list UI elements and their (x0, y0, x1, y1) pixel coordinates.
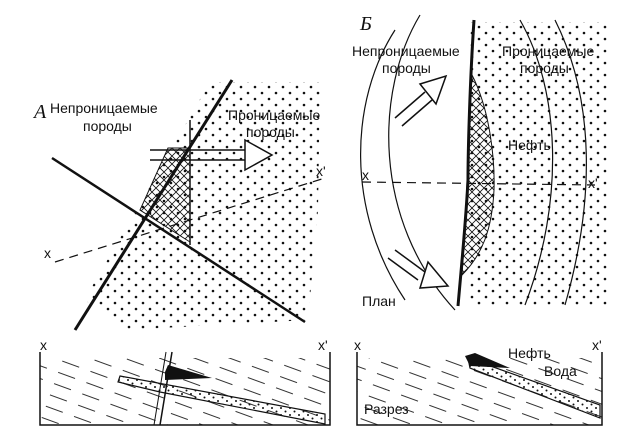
section-line-a (54, 177, 326, 263)
x-prime-label-a: x' (316, 163, 326, 179)
permeable-label-a-1: Проницаемые (228, 107, 320, 123)
x-label-section-b: x (354, 337, 361, 353)
x-label-b: x (362, 167, 369, 183)
plan-label: План (362, 293, 396, 309)
panel-a-letter: А (32, 101, 47, 123)
permeable-rock-area-a (85, 82, 320, 330)
x-label-a: x (44, 245, 51, 261)
migration-arrow-b-top (394, 74, 448, 127)
section-line-b (361, 181, 596, 186)
oil-label-section-b: Нефть (508, 345, 551, 361)
oil-wedge-section-a (165, 365, 212, 380)
panel-a: А Непроницаемые породы Проницаемые пород… (32, 79, 326, 331)
section-a: x x' (39, 337, 331, 426)
oil-trap-b (461, 73, 495, 277)
section-b: x x' Нефть Вода Разрез (354, 337, 603, 426)
permeable-label-a-2: породы (246, 124, 295, 140)
impermeable-label-b-1: Непроницаемые (352, 43, 460, 59)
x-prime-label-section-b: x' (592, 337, 602, 353)
oil-wedge-section-b (465, 353, 510, 368)
x-label-section-a: x (40, 337, 47, 353)
permeable-label-b-2: породы (520, 60, 569, 76)
bed-boundary-a (51, 156, 306, 324)
x-prime-label-section-a: x' (318, 337, 328, 353)
impermeable-label-a-2: породы (83, 118, 132, 134)
fault-section-a (159, 351, 173, 426)
migration-arrow-a (150, 138, 274, 172)
panel-b: Б Непроницаемые породы Проницаемые пород… (352, 13, 610, 311)
impermeable-label-a-1: Непроницаемые (50, 100, 158, 116)
permeable-bed-section-a (117, 375, 326, 425)
migration-arrow-b-bottom (387, 249, 450, 289)
water-label-section-b: Вода (544, 363, 577, 379)
section-label: Разрез (364, 401, 409, 417)
panel-b-letter: Б (359, 13, 372, 35)
x-prime-label-b: x' (588, 175, 598, 191)
oil-label-b: Нефть (508, 137, 551, 153)
impermeable-label-b-2: породы (382, 60, 431, 76)
permeable-label-b-1: Проницаемые (502, 43, 594, 59)
